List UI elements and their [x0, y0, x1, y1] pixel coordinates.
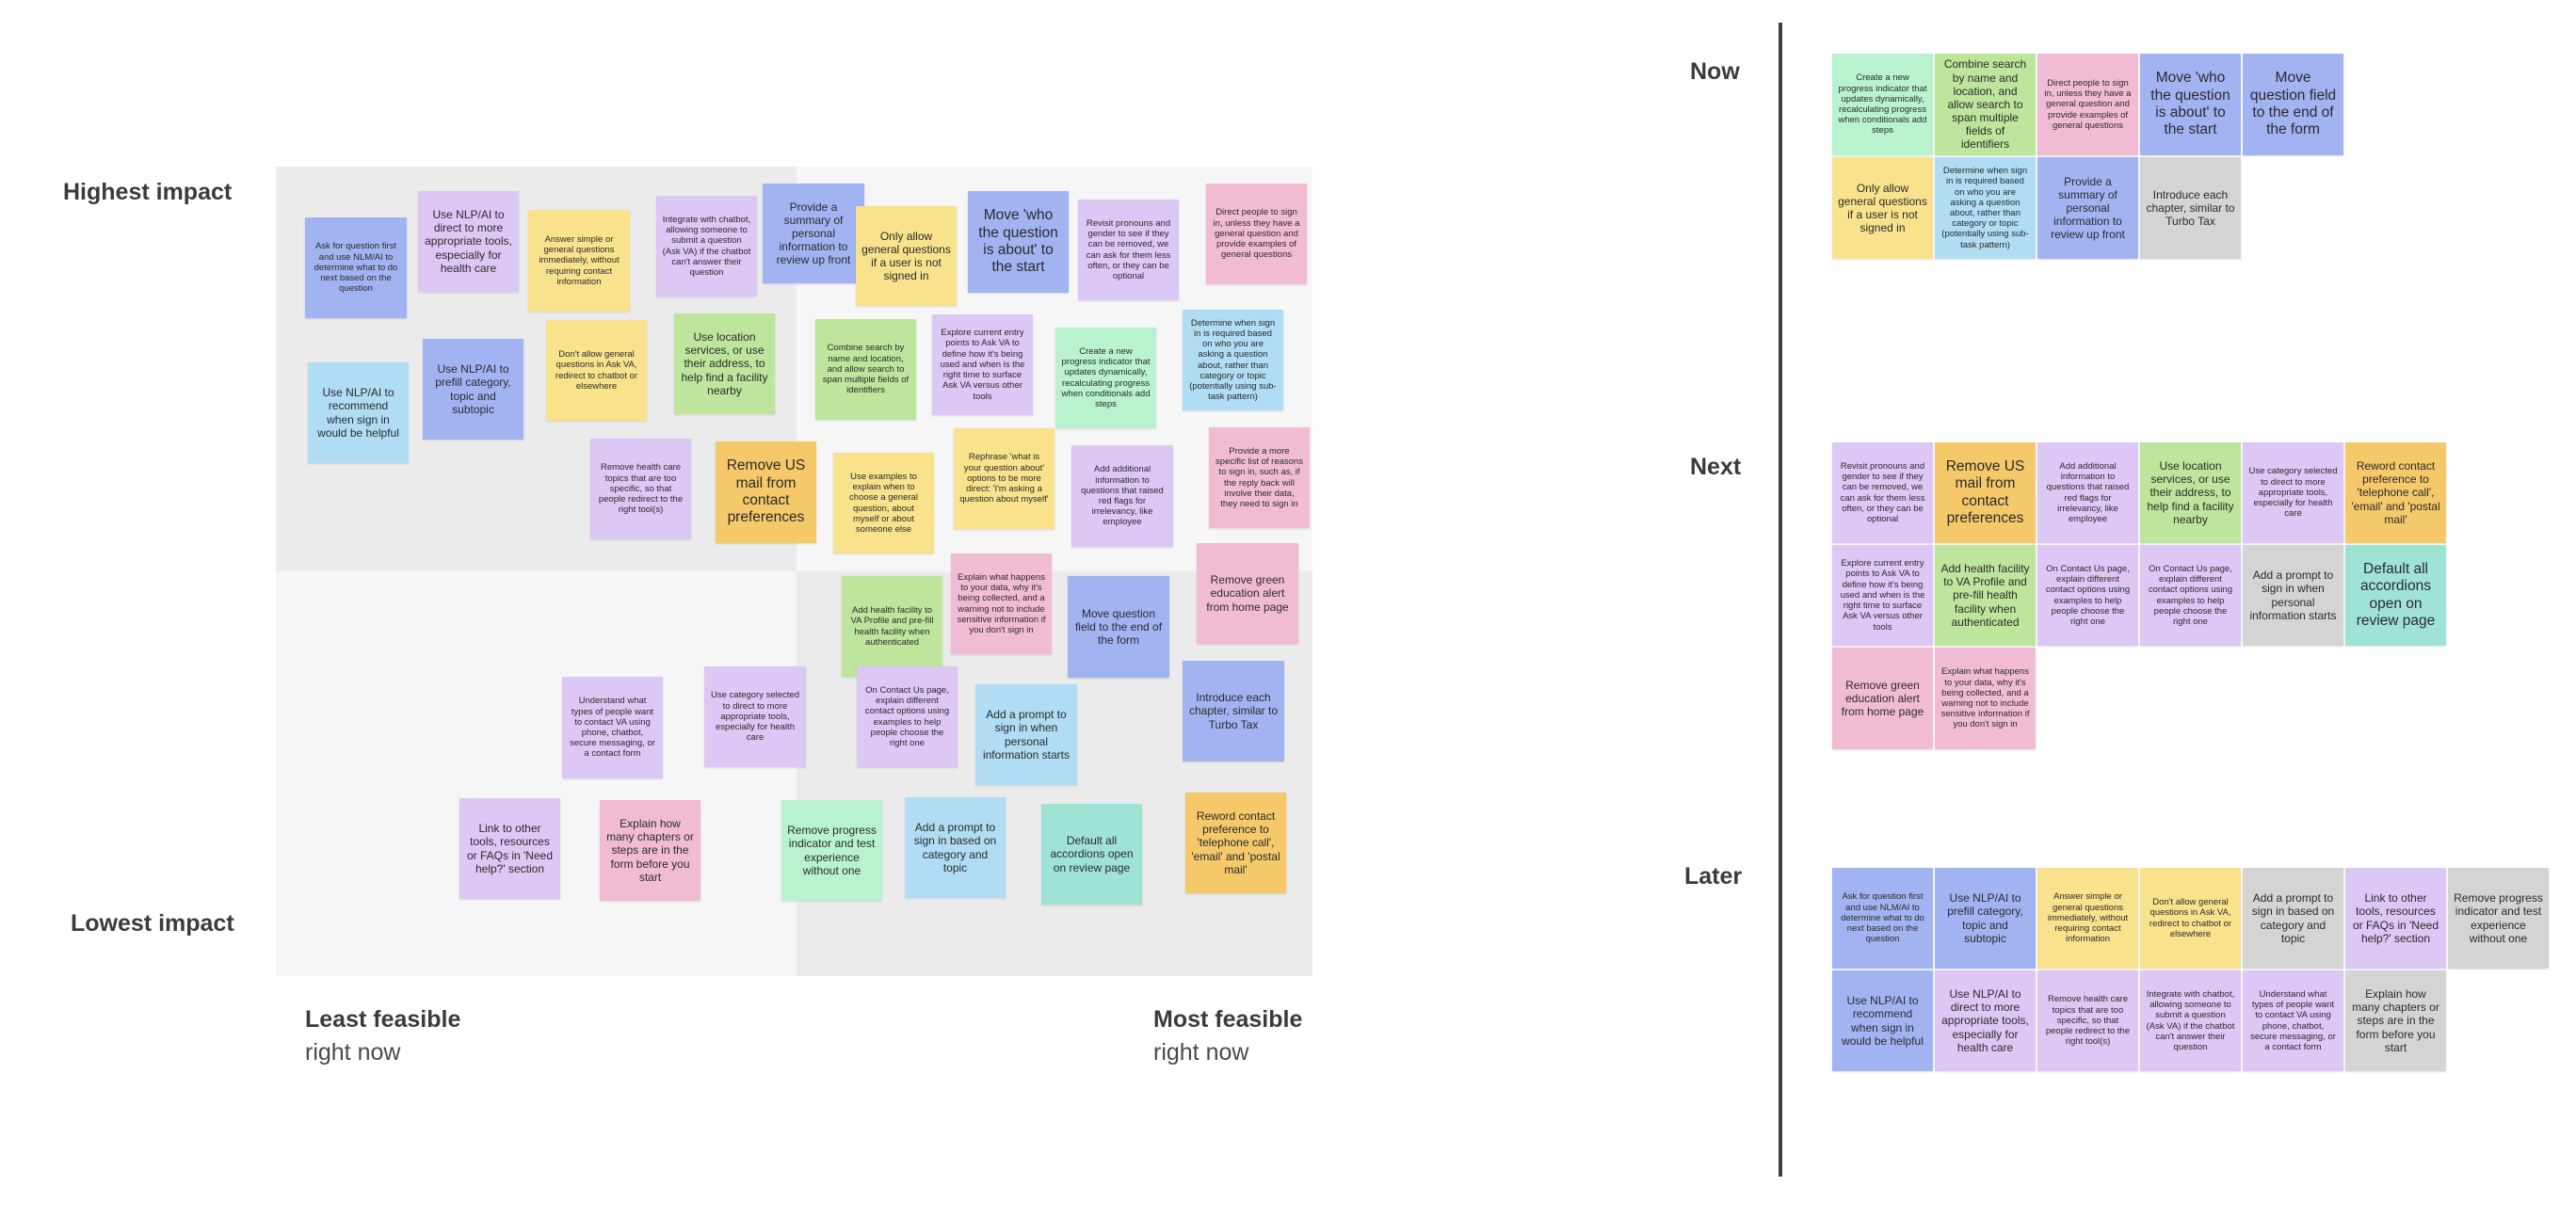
sticky-note[interactable]: On Contact Us page, explain different co… [2140, 545, 2241, 646]
sticky-note[interactable]: Default all accordions open on review pa… [1041, 804, 1142, 905]
sticky-note[interactable]: Use NLP/AI to recommend when sign in wou… [308, 362, 409, 463]
sticky-note[interactable]: Add additional information to questions … [1071, 445, 1173, 547]
least-feasible-label: Least feasible [305, 1006, 461, 1033]
sticky-note[interactable]: Remove green education alert from home p… [1197, 543, 1298, 644]
sticky-note[interactable]: Combine search by name and location, and… [815, 319, 916, 420]
sticky-note[interactable]: Only allow general questions if a user i… [1832, 157, 1933, 259]
sticky-note[interactable]: Remove health care topics that are too s… [590, 439, 691, 539]
sticky-note[interactable]: Use category selected to direct to more … [704, 666, 806, 767]
sticky-note[interactable]: Rephrase 'what is your question about' o… [954, 428, 1055, 529]
sticky-note[interactable]: Use NLP/AI to recommend when sign in wou… [1832, 970, 1933, 1071]
sticky-note[interactable]: Remove US mail from contact preferences [716, 441, 816, 543]
sticky-note[interactable]: Reword contact preference to 'telephone … [1185, 793, 1286, 893]
sticky-note[interactable]: Determine when sign in is required based… [1183, 310, 1283, 410]
sticky-note[interactable]: Explain what happens to your data, why i… [951, 553, 1052, 654]
sticky-note[interactable]: Introduce each chapter, similar to Turbo… [1183, 661, 1284, 761]
sticky-note[interactable]: Direct people to sign in, unless they ha… [1206, 184, 1307, 284]
sticky-note[interactable]: Understand what types of people want to … [2243, 970, 2343, 1071]
sticky-note[interactable]: Ask for question first and use NLM/AI to… [1832, 868, 1933, 969]
sticky-note[interactable]: Use NLP/AI to direct to more appropriate… [418, 191, 519, 292]
sticky-note[interactable]: Determine when sign in is required based… [1935, 157, 2036, 259]
sticky-note[interactable]: Direct people to sign in, unless they ha… [2037, 54, 2138, 155]
most-feasible-label: Most feasible [1153, 1006, 1303, 1033]
sticky-note[interactable]: Don't allow general questions in Ask VA,… [546, 320, 647, 421]
sticky-note[interactable]: Explain what happens to your data, why i… [1935, 648, 2036, 749]
sticky-note[interactable]: Add a prompt to sign in when personal in… [2243, 545, 2343, 646]
most-feasible-sublabel: right now [1153, 1039, 1249, 1066]
sticky-note[interactable]: Use NLP/AI to prefill category, topic an… [1935, 868, 2036, 969]
sticky-note[interactable]: Move 'who the question is about' to the … [968, 191, 1069, 293]
sticky-note[interactable]: Remove US mail from contact preferences [1935, 442, 2036, 543]
sticky-note[interactable]: Introduce each chapter, similar to Turbo… [2140, 157, 2241, 259]
sticky-note[interactable]: Use location services, or use their addr… [674, 313, 775, 414]
next-label: Next [1690, 454, 1742, 480]
sticky-note[interactable]: Remove health care topics that are too s… [2037, 970, 2138, 1071]
sticky-note[interactable]: Move question field to the end of the fo… [2243, 54, 2343, 155]
sticky-note[interactable]: Provide a summary of personal informatio… [763, 184, 864, 283]
sticky-note[interactable]: Revisit pronouns and gender to see if th… [1832, 442, 1933, 543]
sticky-note[interactable]: Use examples to explain when to choose a… [833, 453, 934, 553]
sticky-note[interactable]: Provide a more specific list of reasons … [1209, 427, 1310, 528]
sticky-note[interactable]: Integrate with chatbot, allowing someone… [2140, 970, 2241, 1071]
sticky-note[interactable]: Explore current entry points to Ask VA t… [1832, 545, 1933, 646]
sticky-note[interactable]: Understand what types of people want to … [562, 677, 663, 778]
sticky-note[interactable]: Answer simple or general questions immed… [528, 210, 630, 312]
sticky-note[interactable]: Use category selected to direct to more … [2243, 442, 2343, 543]
sticky-note[interactable]: Remove green education alert from home p… [1832, 648, 1933, 749]
sticky-note[interactable]: Don't allow general questions in Ask VA,… [2140, 868, 2241, 969]
sticky-note[interactable]: Answer simple or general questions immed… [2037, 868, 2138, 969]
sticky-note[interactable]: Provide a summary of personal informatio… [2037, 157, 2138, 259]
sticky-note[interactable]: Link to other tools, resources or FAQs i… [2345, 868, 2446, 969]
sticky-note[interactable]: Ask for question first and use NLM/AI to… [305, 217, 407, 318]
sticky-note[interactable]: Use location services, or use their addr… [2140, 442, 2241, 543]
now-label: Now [1690, 58, 1740, 85]
sticky-note[interactable]: Default all accordions open on review pa… [2345, 545, 2446, 646]
sticky-note[interactable]: Revisit pronouns and gender to see if th… [1078, 200, 1179, 300]
sticky-note[interactable]: Create a new progress indicator that upd… [1055, 328, 1156, 428]
sticky-note[interactable]: Move 'who the question is about' to the … [2140, 54, 2241, 155]
sticky-note[interactable]: Use NLP/AI to direct to more appropriate… [1935, 970, 2036, 1071]
sticky-note[interactable]: On Contact Us page, explain different co… [2037, 545, 2138, 646]
sticky-note[interactable]: Explain how many chapters or steps are i… [600, 800, 700, 901]
sticky-note[interactable]: On Contact Us page, explain different co… [857, 666, 958, 767]
sticky-note[interactable]: Remove progress indicator and test exper… [2448, 868, 2549, 969]
sticky-note[interactable]: Integrate with chatbot, allowing someone… [656, 196, 757, 296]
sticky-note[interactable]: Add a prompt to sign in based on categor… [2243, 868, 2343, 969]
sticky-note[interactable]: Move question field to the end of the fo… [1068, 576, 1169, 678]
sticky-note[interactable]: Only allow general questions if a user i… [856, 206, 957, 306]
sticky-note[interactable]: Add health facility to VA Profile and pr… [1935, 545, 2036, 646]
sticky-note[interactable]: Explain how many chapters or steps are i… [2345, 970, 2446, 1071]
sticky-note[interactable]: Use NLP/AI to prefill category, topic an… [423, 339, 523, 440]
sticky-note[interactable]: Link to other tools, resources or FAQs i… [459, 798, 560, 899]
sticky-note[interactable]: Explore current entry points to Ask VA t… [932, 314, 1033, 415]
later-label: Later [1684, 863, 1743, 889]
lowest-impact-label: Lowest impact [71, 910, 234, 937]
sticky-note[interactable]: Add a prompt to sign in when personal in… [975, 684, 1077, 785]
section-divider [1779, 23, 1782, 1177]
least-feasible-sublabel: right now [305, 1039, 401, 1066]
sticky-note[interactable]: Create a new progress indicator that upd… [1832, 54, 1933, 155]
sticky-note[interactable]: Add a prompt to sign in based on categor… [905, 797, 1006, 898]
sticky-note[interactable]: Add additional information to questions … [2037, 442, 2138, 543]
quadrant-low-impact-low-feasibility [276, 571, 797, 976]
sticky-note[interactable]: Add health facility to VA Profile and pr… [842, 576, 942, 677]
highest-impact-label: Highest impact [63, 179, 233, 205]
sticky-note[interactable]: Reword contact preference to 'telephone … [2345, 442, 2446, 543]
sticky-note[interactable]: Remove progress indicator and test exper… [781, 800, 882, 901]
sticky-note[interactable]: Combine search by name and location, and… [1935, 54, 2036, 155]
